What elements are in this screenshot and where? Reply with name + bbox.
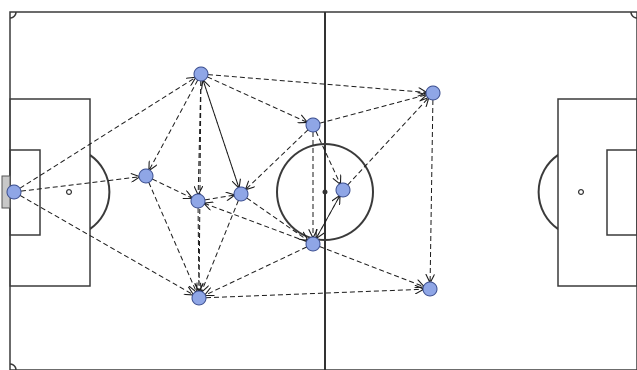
pitch-markings: [1, 11, 637, 370]
right-penalty-arc: [537, 154, 559, 230]
pass-cam-to-st: [347, 98, 428, 186]
pass-lb-to-lcm: [149, 79, 199, 170]
pass-rw-to-rb: [205, 246, 307, 295]
corner-arc-bottom-left: [9, 363, 17, 370]
pass-rb-to-rf: [205, 289, 423, 299]
left-penalty-arc: [89, 154, 111, 230]
pass-rcm-to-rb: [202, 200, 239, 291]
player-node-cam: [335, 182, 351, 198]
pass-cm-to-rcm: [204, 195, 234, 200]
right-goal-area: [606, 149, 637, 236]
pass-gk-to-lb: [19, 78, 195, 189]
pass-lw-to-rcm: [246, 129, 309, 189]
player-node-gk: [6, 184, 22, 200]
corner-arc-top-right: [630, 11, 637, 19]
pass-lines: [19, 74, 433, 299]
pass-cm-to-rb: [198, 207, 199, 291]
player-node-rw: [305, 236, 321, 252]
player-node-lb: [193, 66, 209, 82]
pass-gk-to-lcm: [20, 177, 139, 192]
pass-st-to-rf: [430, 99, 433, 282]
player-node-rcm: [233, 186, 249, 202]
left-penalty-spot: [65, 188, 73, 196]
player-node-st: [425, 85, 441, 101]
pass-lw-to-cam: [315, 131, 340, 183]
pass-gk-to-rb: [19, 195, 193, 294]
pass-rw-to-rf: [319, 246, 424, 287]
player-node-rf: [422, 281, 438, 297]
pass-lcm-to-rb: [148, 182, 196, 291]
players: [6, 66, 441, 306]
center-circle: [276, 143, 374, 241]
pass-rcm-to-rw: [246, 197, 308, 240]
corner-arc-top-left: [9, 11, 17, 19]
pass-lb-to-rb: [199, 80, 201, 291]
right-penalty-area: [557, 98, 637, 287]
player-node-cm: [190, 193, 206, 209]
center-spot: [322, 189, 328, 195]
pass-lb-to-lw: [207, 76, 306, 122]
player-node-lw: [305, 117, 321, 133]
player-node-lcm: [138, 168, 154, 184]
pass-rcm-to-lb: [203, 81, 240, 188]
right-penalty-spot: [577, 188, 585, 196]
pass-rw-to-cm: [205, 203, 307, 243]
pass-lb-to-st: [207, 74, 426, 93]
pass-lcm-to-cm: [152, 178, 191, 198]
pass-lw-to-st: [319, 95, 426, 124]
left-penalty-area: [9, 98, 91, 287]
player-node-rb: [191, 290, 207, 306]
